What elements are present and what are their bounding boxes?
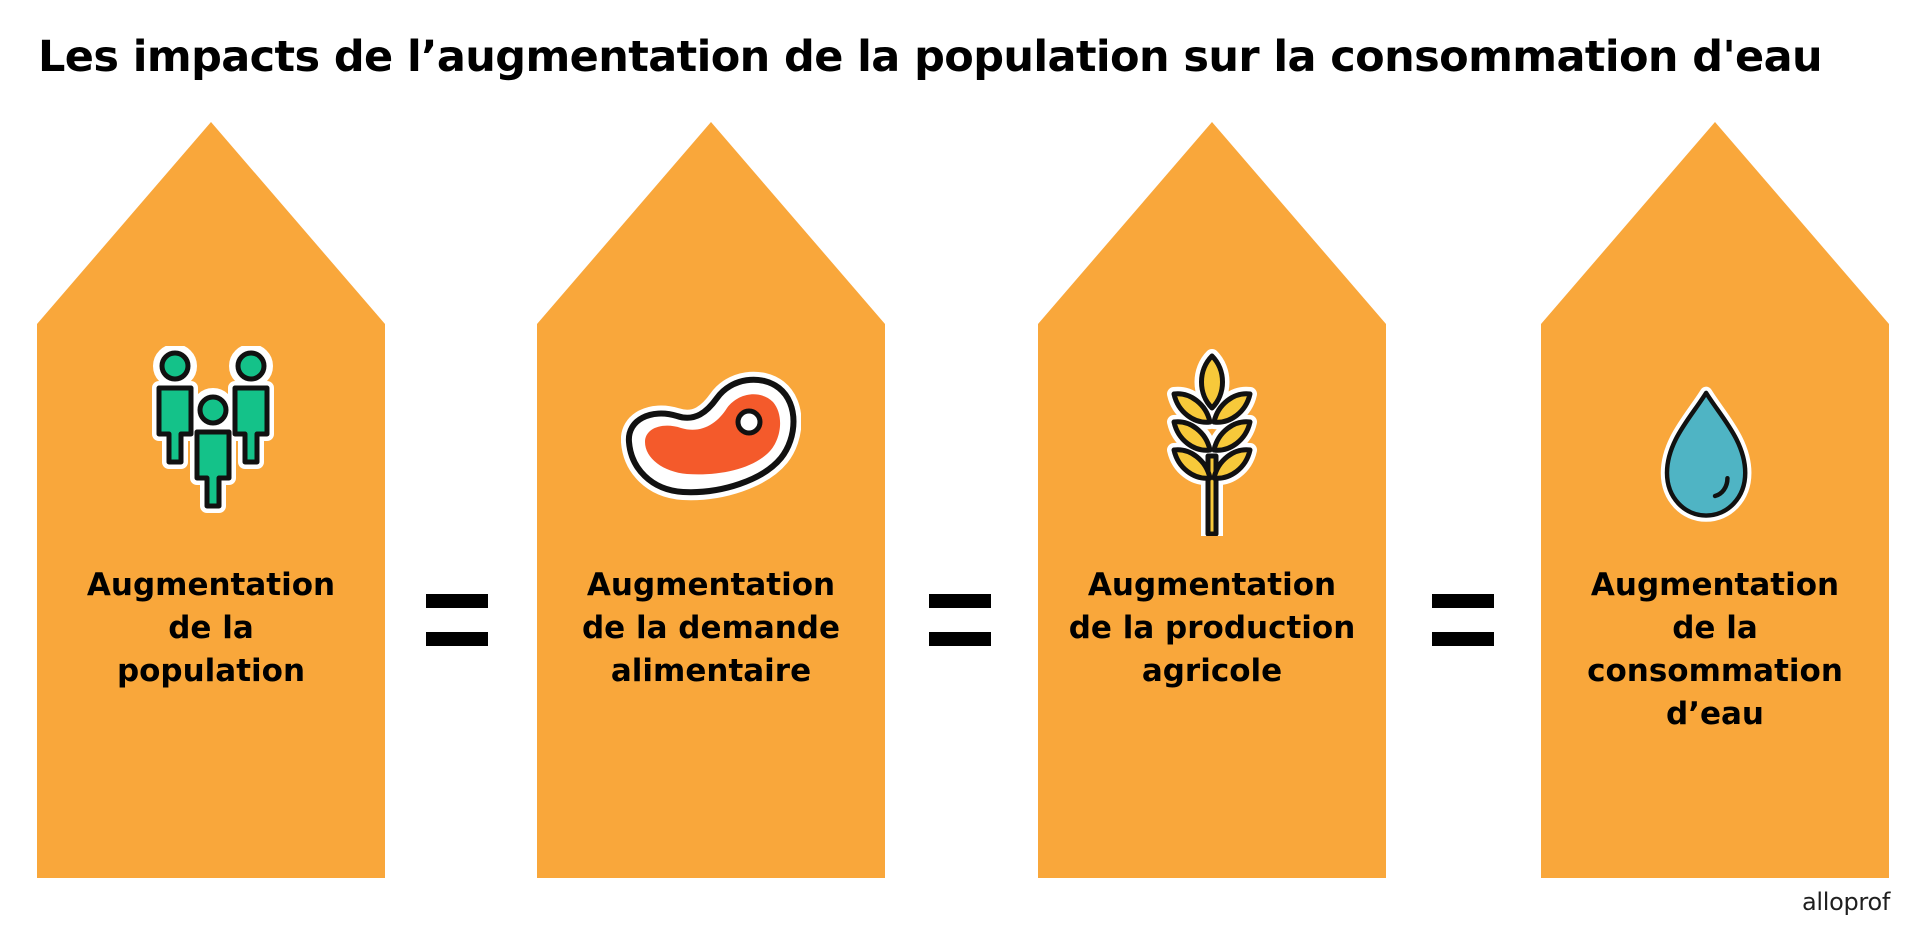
page-title: Les impacts de l’augmentation de la popu…: [38, 32, 1823, 82]
label-line: agricole: [1141, 653, 1283, 689]
label-line: Augmentation: [1590, 567, 1840, 603]
label-line: de la: [1672, 610, 1758, 646]
label-line: population: [116, 653, 306, 689]
equals-sign-2: [929, 594, 991, 646]
label-line: Augmentation: [1087, 567, 1337, 603]
card-label: Augmentation de la demande alimentaire: [537, 564, 885, 693]
equals-sign-1: [426, 594, 488, 646]
label-line: d’eau: [1666, 696, 1764, 732]
label-line: de la: [168, 610, 254, 646]
label-line: consommation: [1587, 653, 1843, 689]
card-label: Augmentation de la production agricole: [1038, 564, 1386, 693]
card-agricultural-production: Augmentation de la production agricole: [1038, 122, 1386, 878]
meat-icon: [621, 371, 801, 501]
card-food-demand: Augmentation de la demande alimentaire: [537, 122, 885, 878]
card-water-consumption: Augmentation de la consommation d’eau: [1541, 122, 1889, 878]
label-line: Augmentation: [586, 567, 836, 603]
water-drop-icon: [1660, 386, 1752, 522]
card-arrow-shape: [537, 122, 885, 878]
brand-logo: alloprof: [1801, 888, 1890, 916]
label-line: Augmentation: [86, 567, 336, 603]
label-line: de la production: [1068, 610, 1356, 646]
equals-sign-3: [1432, 594, 1494, 646]
label-line: alimentaire: [610, 653, 812, 689]
card-label: Augmentation de la population: [37, 564, 385, 693]
label-line: de la demande: [581, 610, 841, 646]
card-population: Augmentation de la population: [37, 122, 385, 878]
card-label: Augmentation de la consommation d’eau: [1541, 564, 1889, 736]
people-icon: [152, 346, 274, 513]
wheat-icon: [1167, 349, 1257, 536]
